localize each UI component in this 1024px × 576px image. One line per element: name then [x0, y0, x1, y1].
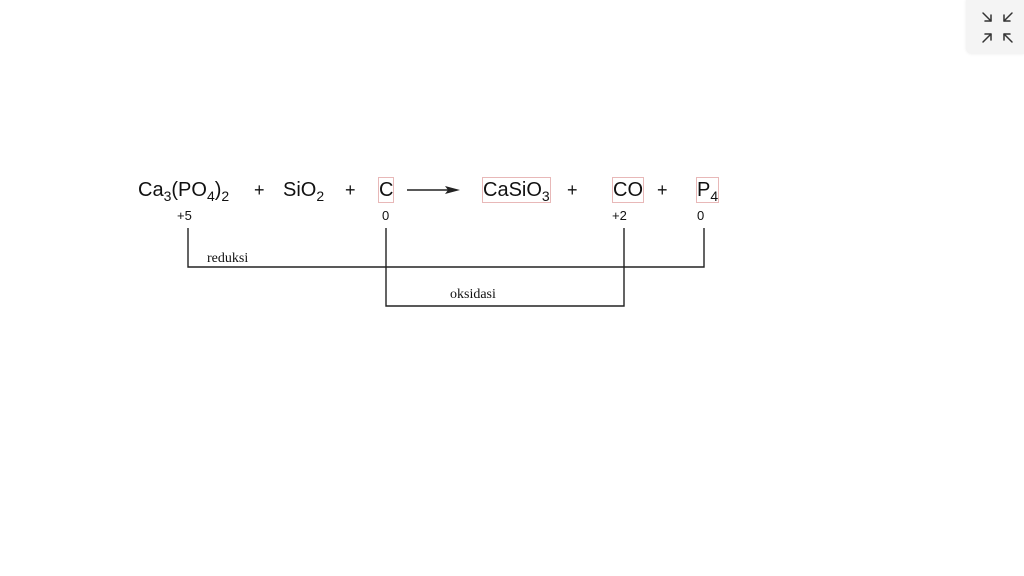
formula-part: C	[379, 179, 394, 201]
oxidation-label: oksidasi	[450, 287, 496, 302]
formula-subscript: 2	[316, 188, 325, 204]
formula-calcium-silicate: CaSiO3	[482, 177, 551, 204]
exit-fullscreen-button[interactable]	[966, 0, 1024, 54]
reduction-label: reduksi	[207, 251, 249, 266]
reaction-arrow	[407, 186, 460, 194]
formula-part: SiO	[283, 179, 317, 201]
formula-silicon-dioxide: SiO2	[283, 178, 325, 204]
formula-part: CO	[613, 179, 643, 201]
formula-calcium-phosphate: Ca3(PO4)2	[138, 178, 230, 204]
plus-sign: +	[657, 180, 668, 200]
formula-part: Ca	[138, 179, 164, 201]
formula-part: P	[697, 179, 711, 201]
formula-subscript: 3	[541, 188, 550, 204]
formula-subscript: 3	[163, 188, 172, 204]
oxidation-state-p-reactant: +5	[177, 208, 192, 223]
formula-part: )	[214, 179, 222, 201]
plus-sign: +	[345, 180, 356, 200]
oxidation-state-c-reactant: 0	[382, 208, 390, 223]
plus-sign: +	[567, 180, 578, 200]
formula-part: (PO	[171, 179, 207, 201]
reduction-bracket	[187, 228, 705, 268]
oxidation-bracket	[385, 228, 625, 307]
formula-part: CaSiO	[483, 179, 542, 201]
formula-subscript: 4	[710, 188, 719, 204]
formula-subscript: 2	[221, 188, 230, 204]
formula-subscript: 4	[206, 188, 215, 204]
formula-phosphorus: P4	[695, 177, 720, 204]
formula-carbon-monoxide: CO	[612, 177, 644, 203]
oxidation-state-p-product: 0	[697, 208, 705, 223]
formula-carbon: C	[377, 177, 395, 203]
plus-sign: +	[254, 180, 265, 200]
oxidation-state-c-product: +2	[612, 208, 627, 223]
exit-fullscreen-icon	[982, 12, 1013, 43]
